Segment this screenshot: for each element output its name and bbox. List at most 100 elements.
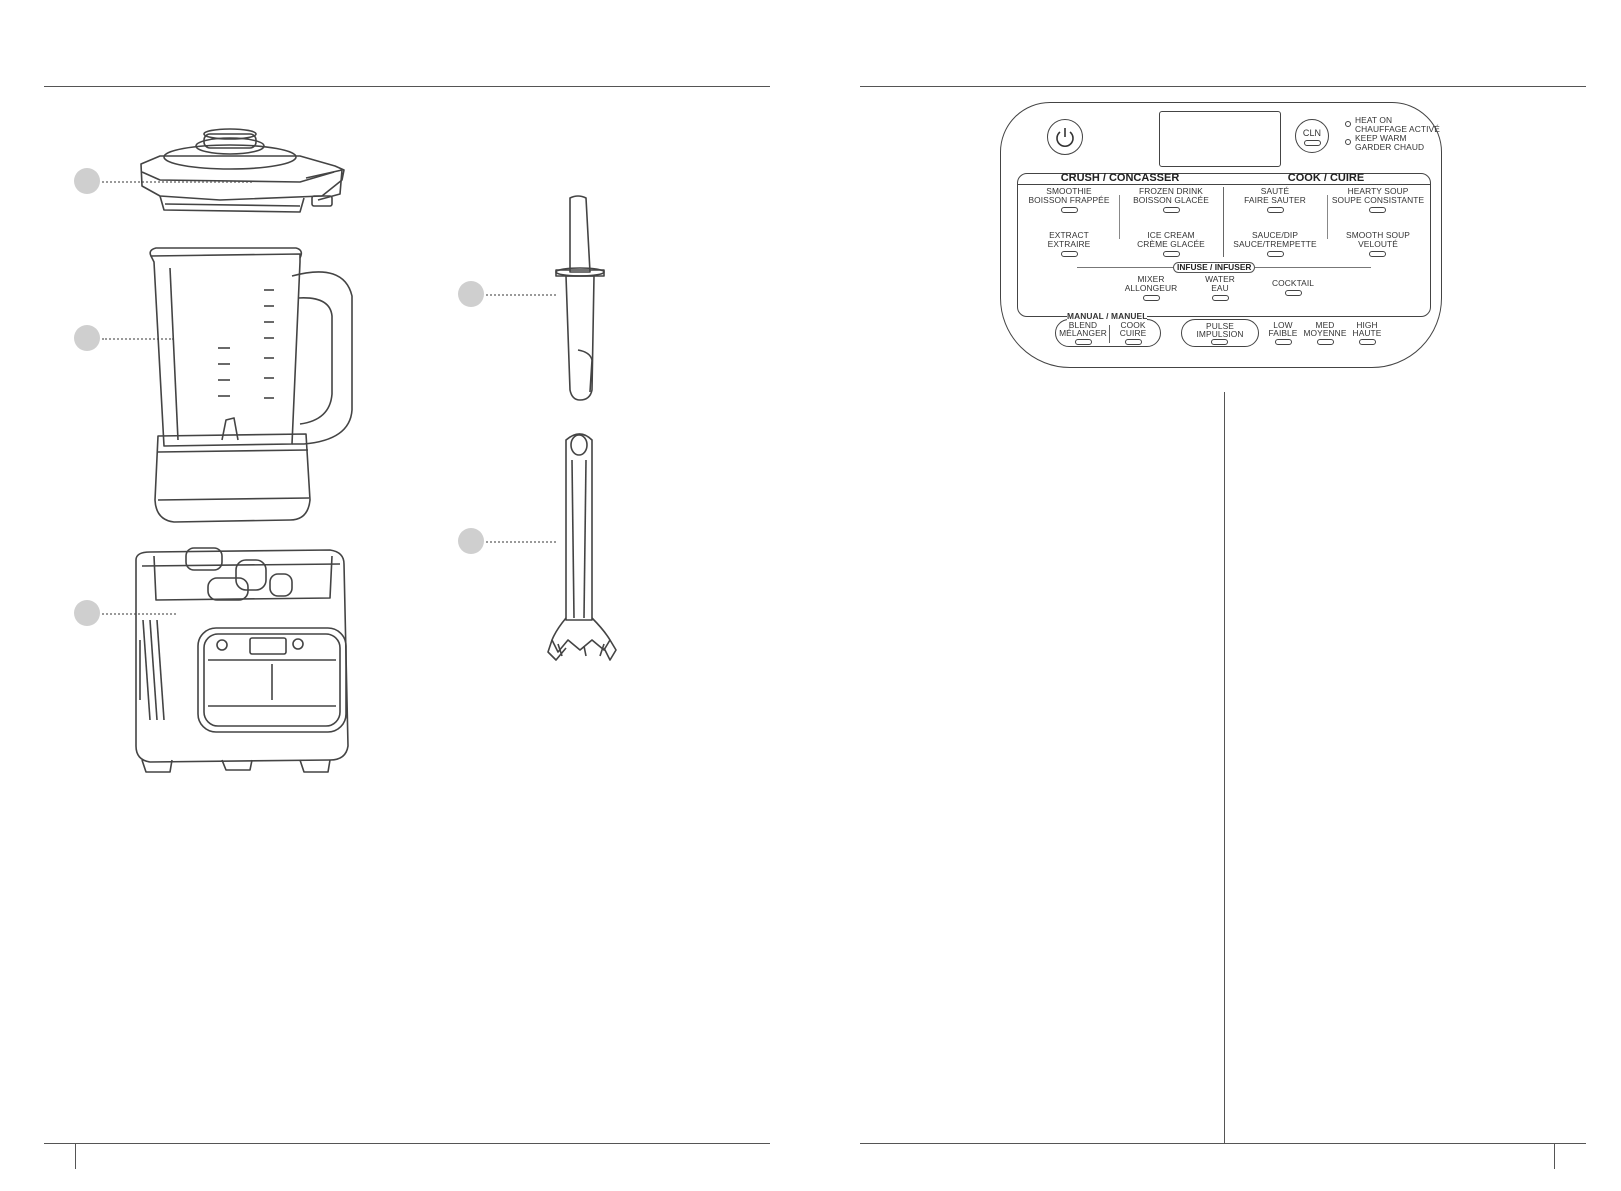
- program-label-fr: ALLONGEUR: [1124, 283, 1178, 293]
- speed-label: HIGH: [1356, 320, 1378, 330]
- power-icon: [1056, 128, 1074, 147]
- lid-illustration: [140, 128, 345, 213]
- manual-header: MANUAL / MANUEL: [1067, 311, 1148, 321]
- keep-warm-indicator: [1345, 139, 1351, 145]
- program-label-fr: FAIRE SAUTER: [1244, 195, 1306, 205]
- callout-base: [74, 600, 100, 626]
- program-led: [1163, 251, 1180, 257]
- program-frozen-drink[interactable]: FROZEN DRINK BOISSON GLACÉE: [1123, 187, 1219, 217]
- heat-on-label-fr: CHAUFFAGE ACTIVÉ: [1355, 124, 1440, 134]
- tamper-illustration: [555, 195, 605, 401]
- program-label: EXTRACT: [1049, 230, 1089, 240]
- program-label-fr: BOISSON FRAPPÉE: [1028, 195, 1110, 205]
- leader-base: [102, 613, 176, 615]
- program-label-fr: VELOUTÉ: [1358, 239, 1398, 249]
- program-label-fr: MÉLANGER: [1059, 328, 1107, 338]
- speed-label-fr: MOYENNE: [1303, 328, 1347, 338]
- program-label: MIXER: [1137, 274, 1165, 284]
- program-led: [1369, 251, 1386, 257]
- base-illustration: [135, 547, 349, 773]
- program-label: SMOOTH SOUP: [1346, 230, 1410, 240]
- program-label: COOK: [1120, 320, 1146, 330]
- program-cocktail[interactable]: COCKTAIL: [1255, 275, 1331, 305]
- clean-button[interactable]: CLN: [1295, 119, 1329, 153]
- speed-high[interactable]: HIGH HAUTE: [1347, 321, 1387, 345]
- callout-pitcher: [74, 325, 100, 351]
- program-led: [1143, 295, 1160, 301]
- program-blend[interactable]: BLEND MÉLANGER: [1057, 321, 1109, 345]
- bottom-rule-right: [860, 1143, 1586, 1144]
- program-cook[interactable]: COOK CUIRE: [1109, 321, 1157, 345]
- page-number-tick-right: [1554, 1143, 1555, 1169]
- program-divider-center: [1223, 187, 1224, 257]
- manual-divider: [1109, 325, 1110, 343]
- clean-led: [1304, 140, 1321, 146]
- keep-warm-label-fr: GARDER CHAUD: [1355, 142, 1425, 152]
- callout-lid: [74, 168, 100, 194]
- callout-brush: [458, 528, 484, 554]
- program-ice-cream[interactable]: ICE CREAM CRÈME GLACÉE: [1123, 231, 1219, 261]
- program-label-fr: EAU: [1211, 283, 1229, 293]
- speed-med[interactable]: MED MOYENNE: [1303, 321, 1347, 345]
- program-led: [1061, 251, 1078, 257]
- program-label-fr: BOISSON GLACÉE: [1133, 195, 1209, 205]
- program-led: [1075, 339, 1092, 345]
- program-smoothie[interactable]: SMOOTHIE BOISSON FRAPPÉE: [1021, 187, 1117, 217]
- brush-illustration: [547, 433, 617, 661]
- program-label: SMOOTHIE: [1046, 186, 1092, 196]
- speed-label-fr: FAIBLE: [1268, 328, 1298, 338]
- program-label-fr: EXTRAIRE: [1047, 239, 1091, 249]
- speed-label: LOW: [1273, 320, 1293, 330]
- leader-lid: [102, 181, 252, 183]
- crush-header: CRUSH / CONCASSER: [1060, 172, 1180, 184]
- cook-header: COOK / CUIRE: [1287, 172, 1365, 184]
- program-label: HEARTY SOUP: [1347, 186, 1409, 196]
- program-area-header-rule: [1017, 184, 1431, 185]
- program-label: SAUTÉ: [1260, 186, 1290, 196]
- pitcher-illustration: [149, 247, 353, 523]
- leader-brush: [486, 541, 556, 543]
- program-label: BLEND: [1068, 320, 1098, 330]
- speed-low[interactable]: LOW FAIBLE: [1265, 321, 1301, 345]
- program-water[interactable]: WATER EAU: [1185, 275, 1255, 305]
- heat-on-indicator: [1345, 121, 1351, 127]
- bottom-rule-left: [44, 1143, 770, 1144]
- speed-led: [1317, 339, 1334, 345]
- clean-button-label: CLN: [1302, 128, 1322, 138]
- program-led: [1061, 207, 1078, 213]
- pulse-button[interactable]: PULSE IMPULSION: [1181, 319, 1259, 347]
- pulse-led: [1211, 339, 1228, 345]
- pulse-label: PULSE: [1206, 321, 1234, 331]
- program-led: [1267, 251, 1284, 257]
- program-led: [1369, 207, 1386, 213]
- program-label-fr: SOUPE CONSISTANTE: [1331, 195, 1425, 205]
- program-led: [1285, 290, 1302, 296]
- program-led: [1212, 295, 1229, 301]
- program-label: FROZEN DRINK: [1138, 186, 1203, 196]
- program-divider-cook: [1327, 195, 1328, 239]
- column-divider: [1224, 392, 1225, 1143]
- program-area: [1017, 173, 1431, 317]
- page-number-tick-left: [75, 1143, 76, 1169]
- program-label: COCKTAIL: [1271, 278, 1315, 288]
- program-extract[interactable]: EXTRACT EXTRAIRE: [1021, 231, 1117, 261]
- program-divider-crush: [1119, 195, 1120, 239]
- program-saute[interactable]: SAUTÉ FAIRE SAUTER: [1225, 187, 1325, 217]
- program-mixer[interactable]: MIXER ALLONGEUR: [1111, 275, 1191, 305]
- program-led: [1125, 339, 1142, 345]
- leader-pitcher: [102, 338, 174, 340]
- speed-led: [1275, 339, 1292, 345]
- program-label: WATER: [1205, 274, 1235, 284]
- program-led: [1267, 207, 1284, 213]
- program-smooth-soup[interactable]: SMOOTH SOUP VELOUTÉ: [1327, 231, 1429, 261]
- program-label: SAUCE/DIP: [1251, 230, 1299, 240]
- pulse-label-fr: IMPULSION: [1196, 329, 1244, 339]
- program-sauce-dip[interactable]: SAUCE/DIP SAUCE/TREMPETTE: [1225, 231, 1325, 261]
- program-label-fr: SAUCE/TREMPETTE: [1233, 239, 1317, 249]
- power-button[interactable]: [1047, 119, 1083, 155]
- speed-led: [1359, 339, 1376, 345]
- top-rule-left: [44, 86, 770, 87]
- program-hearty-soup[interactable]: HEARTY SOUP SOUPE CONSISTANTE: [1327, 187, 1429, 217]
- keep-warm-label: KEEP WARM: [1355, 133, 1407, 143]
